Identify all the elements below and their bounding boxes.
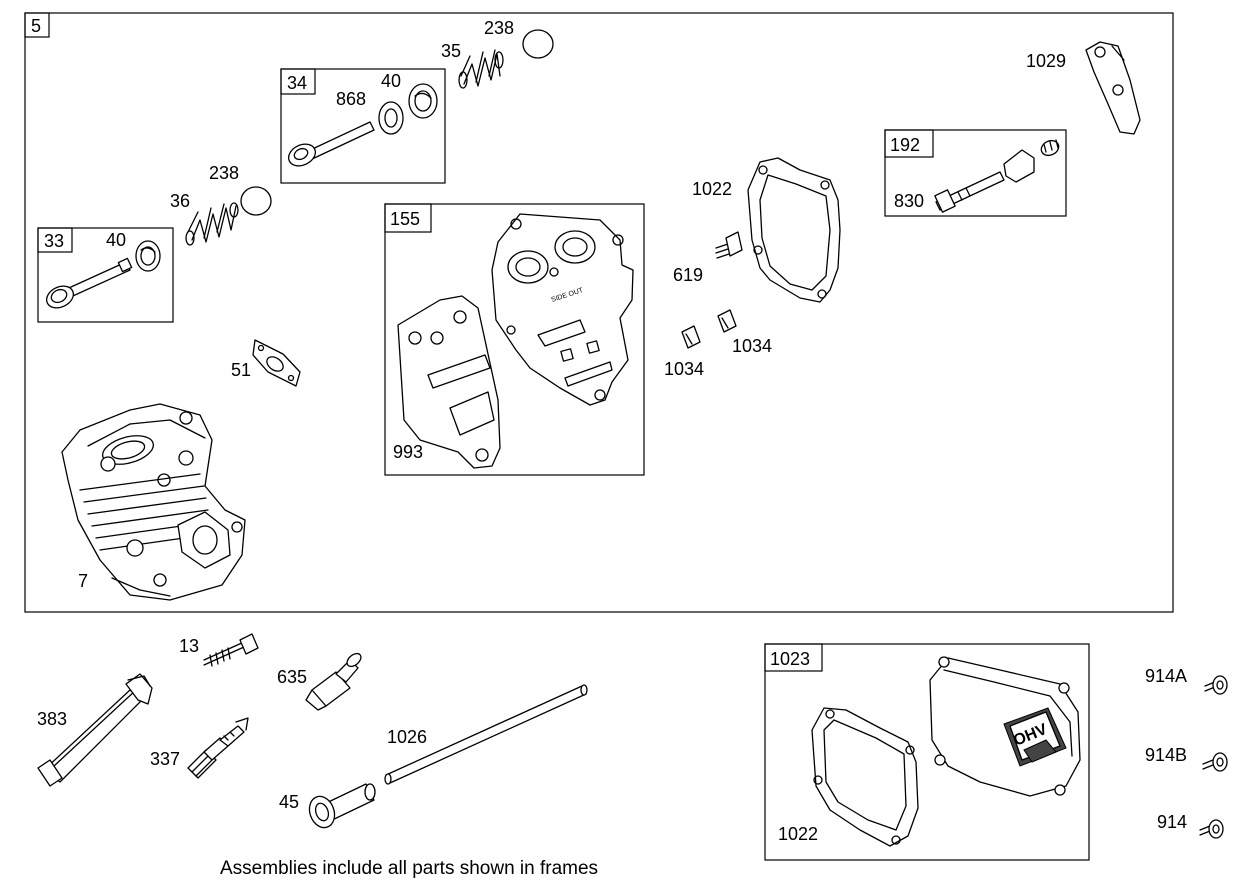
frame-label-33: 33 [44, 231, 64, 251]
valve-cap-238-b-drawing [522, 29, 554, 59]
part-label: 36 [170, 191, 190, 211]
part-label: 914A [1145, 666, 1187, 686]
bolt-13-drawing [203, 633, 259, 667]
part-label: 383 [37, 709, 67, 729]
part-label: 1022 [692, 179, 732, 199]
rocker-arm-1029-drawing [1085, 41, 1141, 135]
bolt-914-drawing [1199, 819, 1224, 839]
tappet-45-drawing [308, 783, 376, 829]
part-label: 830 [894, 191, 924, 211]
part-label: 993 [393, 442, 423, 462]
bolt-914A-drawing [1204, 675, 1228, 695]
gasket-993-drawing [397, 295, 501, 469]
intake-valve-drawing [45, 257, 133, 309]
breather-tube-830-drawing [934, 139, 1060, 213]
part-label: 13 [179, 636, 199, 656]
valve-cover-drawing: OHV [929, 656, 1081, 797]
valve-cover-gasket-1022-drawing [747, 157, 841, 303]
exhaust-valve-drawing [287, 121, 375, 167]
bolt-619-drawing [715, 231, 743, 259]
part-label: 7 [78, 571, 88, 591]
head-gasket-drawing: SIDE OUT [491, 213, 634, 406]
part-label: 914 [1157, 812, 1187, 832]
valve-spring-36-drawing [185, 202, 239, 246]
dipstick-tube-383-drawing [37, 673, 153, 787]
frame-33: 33 [37, 227, 174, 323]
valve-spring-35-drawing [458, 49, 504, 89]
part-label: 1026 [387, 727, 427, 747]
frame-34: 34 [280, 68, 446, 184]
part-label: 238 [484, 18, 514, 38]
spark-plug-337-drawing [187, 717, 249, 779]
part-label: 51 [231, 360, 251, 380]
push-rod-1026-drawing [384, 684, 588, 785]
valve-retainer-34-drawing [408, 83, 438, 119]
frame-5: 5 [24, 12, 1174, 613]
bolt-914B-drawing [1202, 752, 1228, 772]
part-label: 1034 [732, 336, 772, 356]
valve-cap-238-drawing [240, 186, 272, 216]
frame-label-155: 155 [390, 209, 420, 229]
frame-192: 192 [884, 129, 1067, 217]
frame-label-34: 34 [287, 73, 307, 93]
frame-155: 155 [384, 203, 645, 476]
valve-cover-gasket-1022-b-drawing [811, 707, 919, 847]
valve-retainer-33-drawing [135, 240, 161, 272]
valve-seal-868-drawing [378, 101, 404, 135]
intake-gasket-51-drawing [252, 339, 301, 387]
part-label: 40 [106, 230, 126, 250]
assemblies-caption: Assemblies include all parts shown in fr… [220, 858, 598, 879]
frame-label-5: 5 [31, 16, 41, 36]
frame-label-192: 192 [890, 135, 920, 155]
part-label: 868 [336, 89, 366, 109]
part-label: 1029 [1026, 51, 1066, 71]
part-label: 1034 [664, 359, 704, 379]
part-label: 40 [381, 71, 401, 91]
part-label: 238 [209, 163, 239, 183]
part-label: 35 [441, 41, 461, 61]
part-label: 914B [1145, 745, 1187, 765]
clip-1034-b-drawing [717, 309, 737, 333]
part-635-drawing [305, 652, 362, 711]
part-label: 337 [150, 749, 180, 769]
clip-1034-a-drawing [681, 325, 701, 349]
cylinder-head-7-drawing [61, 403, 246, 601]
frame-label-1023: 1023 [770, 649, 810, 669]
part-label: 635 [277, 667, 307, 687]
part-label: 1022 [778, 824, 818, 844]
part-label: 45 [279, 792, 299, 812]
part-label: 619 [673, 265, 703, 285]
frame-1023: 1023 [764, 643, 1090, 861]
